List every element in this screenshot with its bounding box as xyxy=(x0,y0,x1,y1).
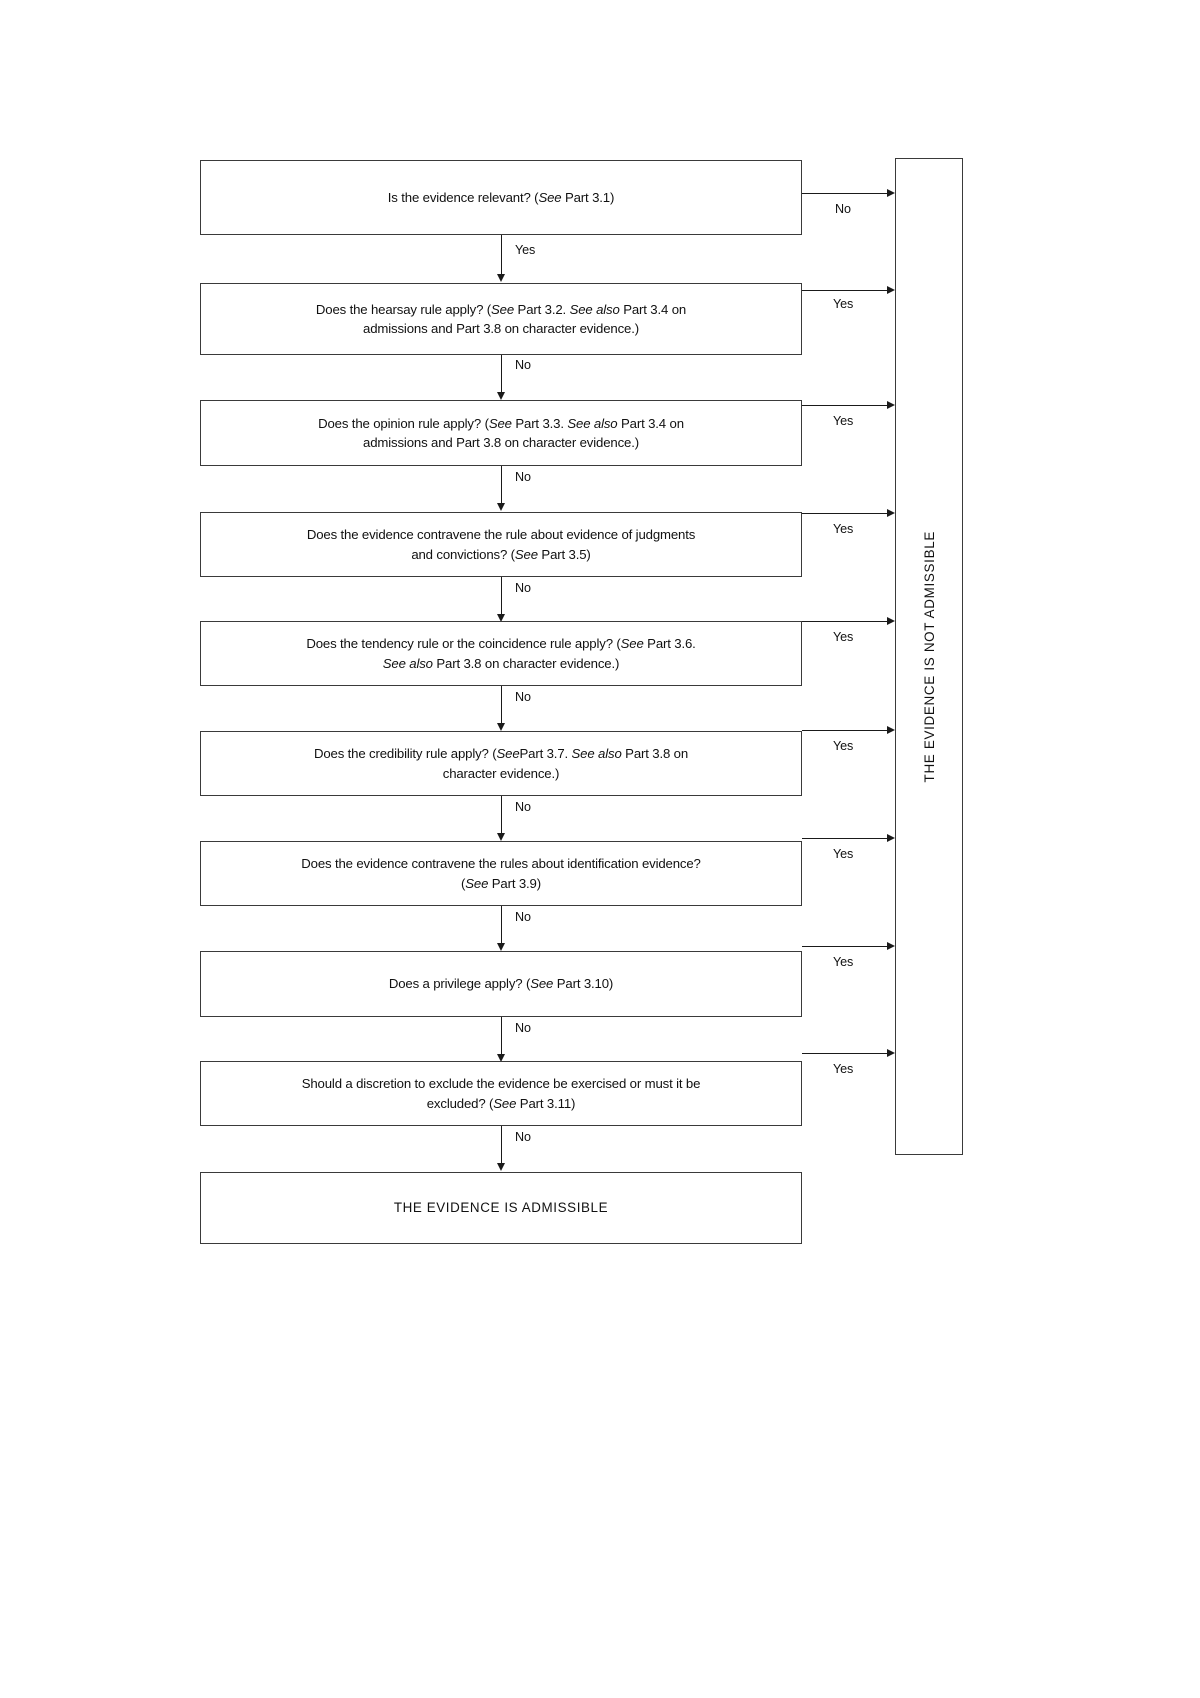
connector-relevance-to-hearsay xyxy=(501,235,502,277)
edge-label-discretion-no: No xyxy=(515,1130,531,1144)
edge-label-discretion-yes: Yes xyxy=(833,1062,854,1076)
arrow-right-icon-1 xyxy=(887,188,895,197)
edge-label-judgments-no: No xyxy=(515,581,531,595)
connector-judgments-to-tendency xyxy=(501,577,502,617)
node-identification-evidence[interactable]: Does the evidence contravene the rules a… xyxy=(200,841,802,906)
connector-hearsay-to-not-admissible xyxy=(802,290,890,291)
connector-identification-to-not-admissible xyxy=(802,838,890,839)
arrow-down-icon-7 xyxy=(496,943,505,951)
node-relevance-label: Is the evidence relevant? (See Part 3.1) xyxy=(387,189,615,205)
node-opinion-rule[interactable]: Does the opinion rule apply? (See Part 3… xyxy=(200,400,802,466)
edge-label-opinion-yes: Yes xyxy=(833,414,854,428)
connector-identification-to-privilege xyxy=(501,906,502,946)
arrow-down-icon-5 xyxy=(496,723,505,731)
connector-opinion-to-judgments xyxy=(501,466,502,506)
edge-label-hearsay-no: No xyxy=(515,358,531,372)
node-hearsay-rule-label: Does the hearsay rule apply? (See Part 3… xyxy=(315,301,687,336)
arrow-right-icon-8 xyxy=(887,941,895,950)
node-credibility-rule-label: Does the credibility rule apply? (SeePar… xyxy=(313,746,689,781)
arrow-right-icon-3 xyxy=(887,400,895,409)
node-evidence-not-admissible: THE EVIDENCE IS NOT ADMISSIBLE xyxy=(895,158,963,1155)
arrow-right-icon-5 xyxy=(887,616,895,625)
connector-credibility-to-not-admissible xyxy=(802,730,890,731)
node-discretion-to-exclude[interactable]: Should a discretion to exclude the evide… xyxy=(200,1061,802,1126)
node-identification-evidence-label: Does the evidence contravene the rules a… xyxy=(301,856,701,891)
edge-label-identification-yes: Yes xyxy=(833,847,854,861)
edge-label-hearsay-yes: Yes xyxy=(833,297,854,311)
connector-relevance-to-not-admissible xyxy=(802,193,890,194)
node-relevance[interactable]: Is the evidence relevant? (See Part 3.1) xyxy=(200,160,802,235)
edge-label-identification-no: No xyxy=(515,910,531,924)
arrow-down-icon-2 xyxy=(496,392,505,400)
arrow-right-icon-7 xyxy=(887,833,895,842)
arrow-down-icon-4 xyxy=(496,614,505,622)
node-opinion-rule-label: Does the opinion rule apply? (See Part 3… xyxy=(318,415,684,450)
connector-hearsay-to-opinion xyxy=(501,355,502,395)
edge-label-privilege-no: No xyxy=(515,1021,531,1035)
connector-opinion-to-not-admissible xyxy=(802,405,890,406)
node-privilege[interactable]: Does a privilege apply? (See Part 3.10) xyxy=(200,951,802,1017)
node-discretion-to-exclude-label: Should a discretion to exclude the evide… xyxy=(301,1076,701,1111)
connector-tendency-to-not-admissible xyxy=(802,621,890,622)
node-hearsay-rule[interactable]: Does the hearsay rule apply? (See Part 3… xyxy=(200,283,802,355)
connector-discretion-to-not-admissible xyxy=(802,1053,890,1054)
node-judgments-convictions[interactable]: Does the evidence contravene the rule ab… xyxy=(200,512,802,577)
edge-label-tendency-yes: Yes xyxy=(833,630,854,644)
node-evidence-not-admissible-label: THE EVIDENCE IS NOT ADMISSIBLE xyxy=(921,530,937,783)
connector-privilege-to-not-admissible xyxy=(802,946,890,947)
arrow-right-icon-4 xyxy=(887,508,895,517)
connector-privilege-to-discretion xyxy=(501,1017,502,1057)
arrow-down-icon-1 xyxy=(496,274,505,282)
connector-tendency-to-credibility xyxy=(501,686,502,726)
edge-label-relevance-yes: Yes xyxy=(515,243,536,257)
arrow-down-icon-9 xyxy=(496,1163,505,1171)
arrow-down-icon-6 xyxy=(496,833,505,841)
connector-judgments-to-not-admissible xyxy=(802,513,890,514)
arrow-right-icon-9 xyxy=(887,1048,895,1057)
arrow-down-icon-3 xyxy=(496,503,505,511)
edge-label-credibility-yes: Yes xyxy=(833,739,854,753)
arrow-right-icon-2 xyxy=(887,285,895,294)
edge-label-tendency-no: No xyxy=(515,690,531,704)
node-tendency-coincidence-rule-label: Does the tendency rule or the coincidenc… xyxy=(306,636,696,671)
arrow-right-icon-6 xyxy=(887,725,895,734)
node-tendency-coincidence-rule[interactable]: Does the tendency rule or the coincidenc… xyxy=(200,621,802,686)
edge-label-opinion-no: No xyxy=(515,470,531,484)
connector-credibility-to-identification xyxy=(501,796,502,836)
arrow-down-icon-8 xyxy=(496,1054,505,1062)
edge-label-privilege-yes: Yes xyxy=(833,955,854,969)
edge-label-judgments-yes: Yes xyxy=(833,522,854,536)
edge-label-credibility-no: No xyxy=(515,800,531,814)
connector-discretion-to-admissible xyxy=(501,1126,502,1166)
node-privilege-label: Does a privilege apply? (See Part 3.10) xyxy=(388,976,614,992)
node-evidence-admissible-label: THE EVIDENCE IS ADMISSIBLE xyxy=(393,1200,609,1216)
node-credibility-rule[interactable]: Does the credibility rule apply? (SeePar… xyxy=(200,731,802,796)
edge-label-relevance-no: No xyxy=(835,202,851,216)
node-evidence-admissible: THE EVIDENCE IS ADMISSIBLE xyxy=(200,1172,802,1244)
node-judgments-convictions-label: Does the evidence contravene the rule ab… xyxy=(306,527,696,562)
